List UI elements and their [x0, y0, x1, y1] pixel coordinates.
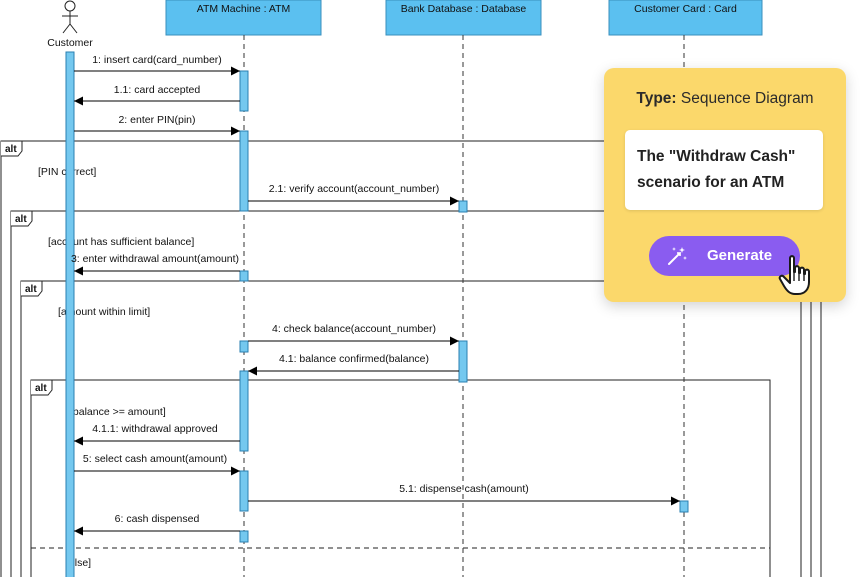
message-7-label: 4.1: balance confirmed(balance): [279, 353, 429, 365]
prompt-text: The "Withdraw Cash" scenario for an ATM: [637, 148, 796, 191]
lifeline-atm: ATM Machine : ATM: [165, 0, 322, 577]
diagram-type-value: Sequence Diagram: [680, 90, 814, 107]
activation-atm-4: [239, 340, 249, 353]
actor-label: Customer: [47, 37, 93, 49]
activation-atm-2: [239, 130, 249, 212]
message-4: 2.1: verify account(account_number): [248, 183, 459, 206]
fragment-2-operator: alt: [15, 214, 27, 225]
fragment-4-operator: alt: [35, 383, 47, 394]
fragment-3-operator: alt: [25, 284, 37, 295]
activation-db-1: [458, 200, 468, 213]
message-1: 1: insert card(card_number): [74, 54, 240, 76]
activation-atm-3: [239, 270, 249, 282]
message-3-label: 2: enter PIN(pin): [118, 114, 195, 126]
fragment-4: alt [balance >= amount] [else]: [30, 379, 771, 577]
activation-card-1: [679, 500, 689, 513]
fragment-2: alt [account has sufficient balance]: [10, 210, 812, 577]
diagram-type-label: Type:: [636, 90, 677, 107]
magic-wand-icon: [668, 247, 687, 265]
actor-customer: Customer: [47, 0, 93, 49]
activation-atm-1: [239, 70, 249, 112]
message-4-label: 2.1: verify account(account_number): [269, 183, 439, 195]
prompt-box[interactable]: The "Withdraw Cash" scenario for an ATM: [625, 130, 823, 210]
generate-button-label: Generate: [707, 247, 773, 264]
message-2: 1.1: card accepted: [74, 84, 240, 106]
message-9: 5: select cash amount(amount): [74, 453, 240, 476]
fragment-3-guard: [amount within limit]: [58, 306, 150, 318]
lifeline-card-label: Customer Card : Card: [634, 3, 737, 15]
message-7: 4.1: balance confirmed(balance): [248, 353, 459, 376]
message-5: 3: enter withdrawal amount(amount): [71, 253, 240, 276]
lifeline-database-label: Bank Database : Database: [401, 3, 527, 15]
lifeline-card: Customer Card : Card: [608, 0, 763, 577]
fragment-3: alt [amount within limit]: [20, 280, 802, 577]
message-5-label: 3: enter withdrawal amount(amount): [71, 253, 239, 265]
message-11: 6: cash dispensed: [74, 513, 240, 536]
message-10: 5.1: dispense cash(amount): [248, 483, 680, 506]
message-6-label: 4: check balance(account_number): [272, 323, 436, 335]
generate-button[interactable]: Generate: [649, 236, 800, 276]
lifeline-atm-label: ATM Machine : ATM: [197, 3, 291, 15]
fragment-1-operator: alt: [5, 144, 17, 155]
message-8-label: 4.1.1: withdrawal approved: [92, 423, 218, 435]
activation-db-2: [458, 340, 468, 383]
diagram-type: Type: Sequence Diagram: [604, 90, 846, 108]
ai-generate-card: Type: Sequence Diagram The "Withdraw Cas…: [604, 68, 846, 302]
fragment-2-guard: [account has sufficient balance]: [48, 236, 194, 248]
message-1-label: 1: insert card(card_number): [92, 54, 222, 66]
lifeline-database: Bank Database : Database: [385, 0, 542, 577]
activation-atm-5: [239, 370, 249, 452]
message-9-label: 5: select cash amount(amount): [83, 453, 227, 465]
fragment-4-guard: [balance >= amount]: [70, 406, 166, 418]
activation-atm-6: [239, 470, 249, 512]
message-10-label: 5.1: dispense cash(amount): [399, 483, 529, 495]
actor-head-icon: [64, 0, 76, 12]
message-3: 2: enter PIN(pin): [74, 114, 240, 136]
activation-atm-7: [239, 530, 249, 543]
message-2-label: 1.1: card accepted: [114, 84, 201, 96]
activation-customer: [65, 51, 75, 577]
pointer-hand-icon: [778, 255, 810, 295]
message-11-label: 6: cash dispensed: [115, 513, 200, 525]
message-8: 4.1.1: withdrawal approved: [74, 423, 240, 446]
message-6: 4: check balance(account_number): [248, 323, 459, 346]
